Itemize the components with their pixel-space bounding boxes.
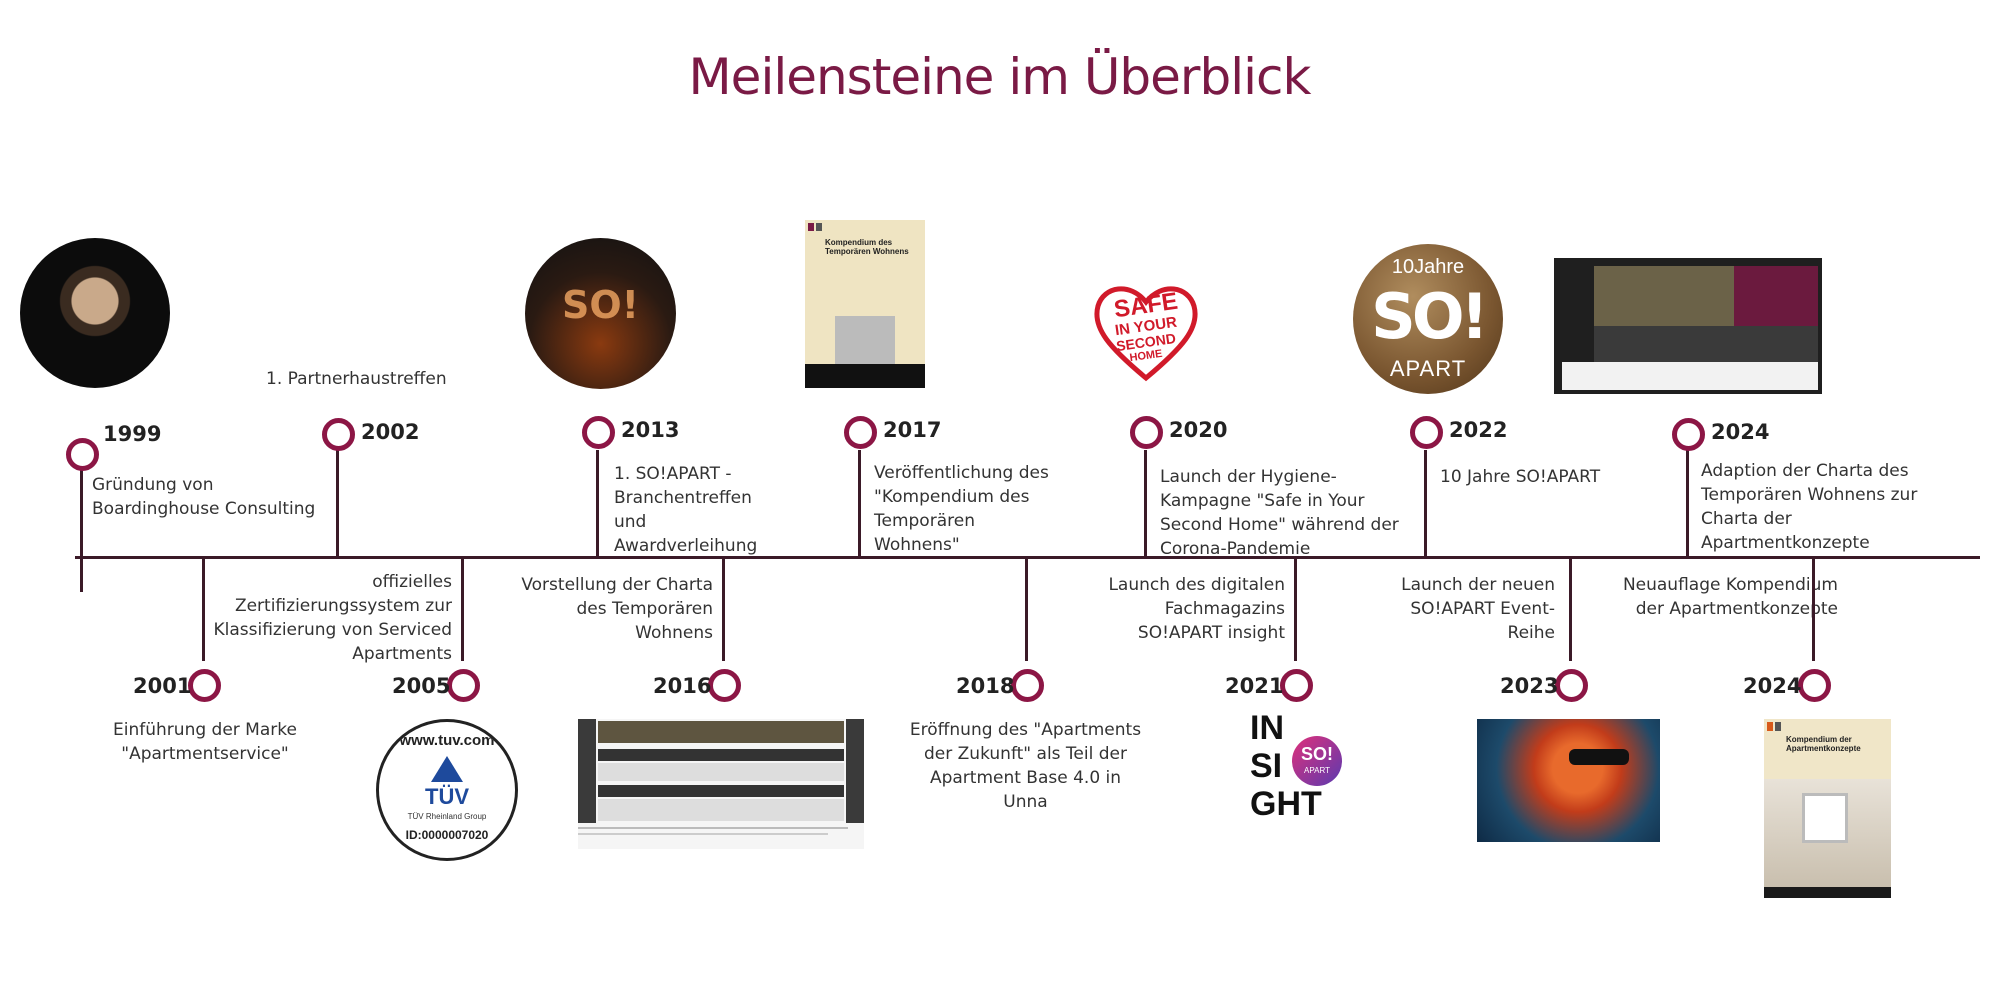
milestone-text-2022: 10 Jahre SO!APART xyxy=(1440,467,1601,487)
milestone-dot-2022 xyxy=(1410,416,1443,449)
milestone-text-2020: Launch der Hygiene-Kampagne "Safe in You… xyxy=(1160,467,1399,559)
milestone-dot-2005 xyxy=(447,669,480,702)
stem-1999 xyxy=(80,470,83,592)
tuv-group: TÜV Rheinland Group xyxy=(407,812,487,821)
insight-line1: IN xyxy=(1250,710,1284,747)
ten-years-bottom: APART xyxy=(1389,356,1467,381)
milestone-dot-2023 xyxy=(1555,669,1588,702)
stem-2024-bottom xyxy=(1812,558,1815,661)
milestone-year-2005: 2005 xyxy=(392,674,451,698)
milestone-dot-1999 xyxy=(66,438,99,471)
milestone-year-2001: 2001 xyxy=(133,674,192,698)
tuv-mark: TÜV xyxy=(425,784,469,809)
milestone-year-2017: 2017 xyxy=(883,418,942,442)
milestone-year-2013: 2013 xyxy=(621,418,680,442)
ten-years-soapart-logo: 10Jahre SO! APART xyxy=(1353,244,1503,394)
award-trophies-photo: SO! xyxy=(525,238,676,389)
timeline-axis xyxy=(75,556,1980,559)
milestone-text-2018: Eröffnung des "Apartments der Zukunft" a… xyxy=(909,720,1142,812)
ten-years-mid: SO! xyxy=(1371,280,1489,353)
stem-2023 xyxy=(1569,558,1572,661)
milestone-dot-2013 xyxy=(582,416,615,449)
milestone-year-2024-top: 2024 xyxy=(1711,420,1770,444)
stem-2017 xyxy=(858,450,861,558)
page-title: Meilensteine im Überblick xyxy=(688,48,1312,106)
milestone-text-2013: 1. SO!APART - Branchentreffen und Awardv… xyxy=(614,464,758,556)
stem-2001 xyxy=(202,558,205,661)
safe-in-your-second-home-logo: SAFE IN YOUR SECOND HOME xyxy=(1090,278,1202,383)
milestone-year-2023: 2023 xyxy=(1500,674,1559,698)
stem-2013 xyxy=(596,450,599,558)
flamingo-event-image xyxy=(1477,719,1660,842)
charta-table-image xyxy=(1554,258,1822,394)
insight-line3: GHT xyxy=(1250,785,1322,823)
milestone-text-1999: Gründung von Boardinghouse Consulting xyxy=(92,475,316,519)
milestone-dot-2017 xyxy=(844,416,877,449)
kompendium-2024-title: Kompendium der Apartmentkonzepte xyxy=(1786,735,1861,753)
kompendium-2017-title: Kompendium des Temporären Wohnens xyxy=(825,238,909,256)
stem-2021 xyxy=(1294,558,1297,661)
stem-2002 xyxy=(336,450,339,558)
milestone-year-2018: 2018 xyxy=(956,674,1015,698)
stem-2020 xyxy=(1144,450,1147,558)
milestone-text-2024-top: Adaption der Charta des Temporären Wohne… xyxy=(1701,461,1918,553)
milestone-text-2023: Launch der neuen SO!APART Event-Reihe xyxy=(1401,575,1555,643)
stem-2022 xyxy=(1424,450,1427,558)
insight-line2: SI xyxy=(1250,747,1283,785)
milestone-dot-2021 xyxy=(1280,669,1313,702)
milestone-dot-2002 xyxy=(322,418,355,451)
milestone-text-2001: Einführung der Marke "Apartmentservice" xyxy=(113,720,297,764)
charta-2016-document xyxy=(578,719,864,849)
milestone-year-2002: 2002 xyxy=(361,420,420,444)
insight-badge: SO! APART xyxy=(1292,736,1342,786)
milestone-year-2024-bottom: 2024 xyxy=(1743,674,1802,698)
milestone-text-2005: offizielles Zertifizierungssystem zur Kl… xyxy=(213,572,452,664)
tuv-url: www.tuv.com xyxy=(399,732,495,749)
milestone-text-2024-bottom: Neuauflage Kompendium der Apartmentkonze… xyxy=(1622,575,1838,619)
milestone-text-2021: Launch des digitalen Fachmagazins SO!APA… xyxy=(1108,575,1285,643)
stem-2016 xyxy=(722,558,725,661)
milestone-text-2002: 1. Partnerhaustreffen xyxy=(266,369,447,389)
milestone-year-1999: 1999 xyxy=(103,422,162,446)
milestone-dot-2018 xyxy=(1011,669,1044,702)
portrait-photo xyxy=(20,238,170,388)
kompendium-2017-cover: Kompendium des Temporären Wohnens xyxy=(805,220,925,388)
stem-2005 xyxy=(461,558,464,661)
tuv-certification-seal: www.tuv.com TÜV TÜV Rheinland Group ID:0… xyxy=(376,719,518,861)
milestone-year-2020: 2020 xyxy=(1169,418,1228,442)
milestone-year-2022: 2022 xyxy=(1449,418,1508,442)
milestone-text-2017: Veröffentlichung des "Kompendium des Tem… xyxy=(874,463,1049,555)
award-trophy-text: SO! xyxy=(561,283,639,327)
milestone-text-2016: Vorstellung der Charta des Temporären Wo… xyxy=(521,575,713,643)
milestone-dot-2016 xyxy=(708,669,741,702)
kompendium-2024-cover: Kompendium der Apartmentkonzepte xyxy=(1764,719,1891,898)
insight-logo: IN SI GHT SO! APART xyxy=(1244,710,1344,834)
milestone-dot-2020 xyxy=(1130,416,1163,449)
stem-2018 xyxy=(1025,558,1028,661)
tuv-triangle-icon xyxy=(431,756,463,782)
milestone-dot-2001 xyxy=(188,669,221,702)
milestone-year-2021: 2021 xyxy=(1225,674,1284,698)
tuv-id: ID:0000007020 xyxy=(405,828,489,842)
ten-years-top: 10Jahre xyxy=(1391,256,1465,278)
milestone-dot-2024-top xyxy=(1672,418,1705,451)
milestone-dot-2024-bottom xyxy=(1798,669,1831,702)
stem-2024-top xyxy=(1686,450,1689,558)
milestone-year-2016: 2016 xyxy=(653,674,712,698)
